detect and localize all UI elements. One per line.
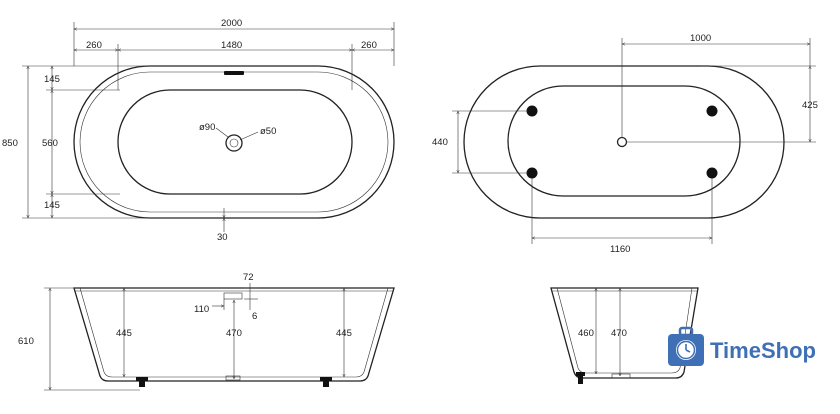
- leg-side-left: [576, 372, 585, 376]
- dim-overall-width: 850: [2, 138, 18, 149]
- tub-profile-side: [550, 287, 699, 379]
- label-drain-outer: ø90: [199, 122, 215, 133]
- top-view: 2000 260 1480 260 850 145 560 145 ø90 ø5…: [2, 18, 395, 243]
- overflow-slot: [224, 71, 244, 75]
- tub-rim-inner-top: [79, 71, 389, 213]
- dim-depth-center: 470: [226, 328, 242, 339]
- brand-logo: TimeShop: [668, 326, 816, 366]
- dim-depth-right: 445: [336, 328, 352, 339]
- drain-front: [225, 375, 241, 381]
- dim-overall-length: 2000: [221, 18, 242, 29]
- dim-leg-spacing-width: 440: [432, 137, 448, 148]
- dim-inner-width: 560: [42, 138, 58, 149]
- dim-overflow-gap: 6: [252, 311, 257, 322]
- dim-total-height: 610: [18, 336, 34, 347]
- label-drain-inner: ø50: [260, 126, 276, 137]
- dim-rim-bottom: 145: [44, 200, 60, 211]
- dim-depth-left: 445: [116, 328, 132, 339]
- dim-overflow-height: 72: [243, 272, 254, 283]
- dim-rim-top: 145: [44, 74, 60, 85]
- dim-overflow-depth: 110: [194, 304, 209, 315]
- leg-front-right: [320, 377, 332, 381]
- dim-side-depth-center: 470: [611, 328, 627, 339]
- drain-inner: [229, 138, 239, 148]
- foot-bottom-right: [706, 167, 718, 179]
- dim-drain-offset: 30: [217, 232, 228, 243]
- front-view: 610 445 470 445 72 110 6: [18, 272, 395, 390]
- side-view: 460 470: [550, 287, 699, 384]
- suitcase-clock-icon: [668, 326, 704, 366]
- foot-top-left: [526, 105, 538, 117]
- dim-left-offset: 260: [86, 40, 102, 51]
- dim-inner-length: 1480: [221, 40, 242, 51]
- leg-front-left: [136, 377, 148, 381]
- overflow-front: [223, 292, 243, 300]
- tub-outline-top: [73, 65, 395, 219]
- dim-drain-offset-length: 1000: [690, 33, 711, 44]
- brand-name: TimeShop: [710, 338, 816, 363]
- foot-bottom-left: [526, 167, 538, 179]
- drain-outer: [225, 134, 243, 152]
- tub-basin-top: [117, 89, 353, 195]
- dim-half-width: 425: [802, 100, 818, 111]
- bottom-view: 1000 425 440 1160: [432, 33, 818, 255]
- dim-leg-spacing-length: 1160: [610, 244, 630, 255]
- tub-base-bottom: [507, 85, 741, 197]
- foot-top-right: [706, 105, 718, 117]
- tub-profile-front: [73, 287, 395, 382]
- dim-side-depth-edge: 460: [578, 328, 594, 339]
- dim-right-offset: 260: [361, 40, 377, 51]
- drain-bottom: [616, 136, 628, 148]
